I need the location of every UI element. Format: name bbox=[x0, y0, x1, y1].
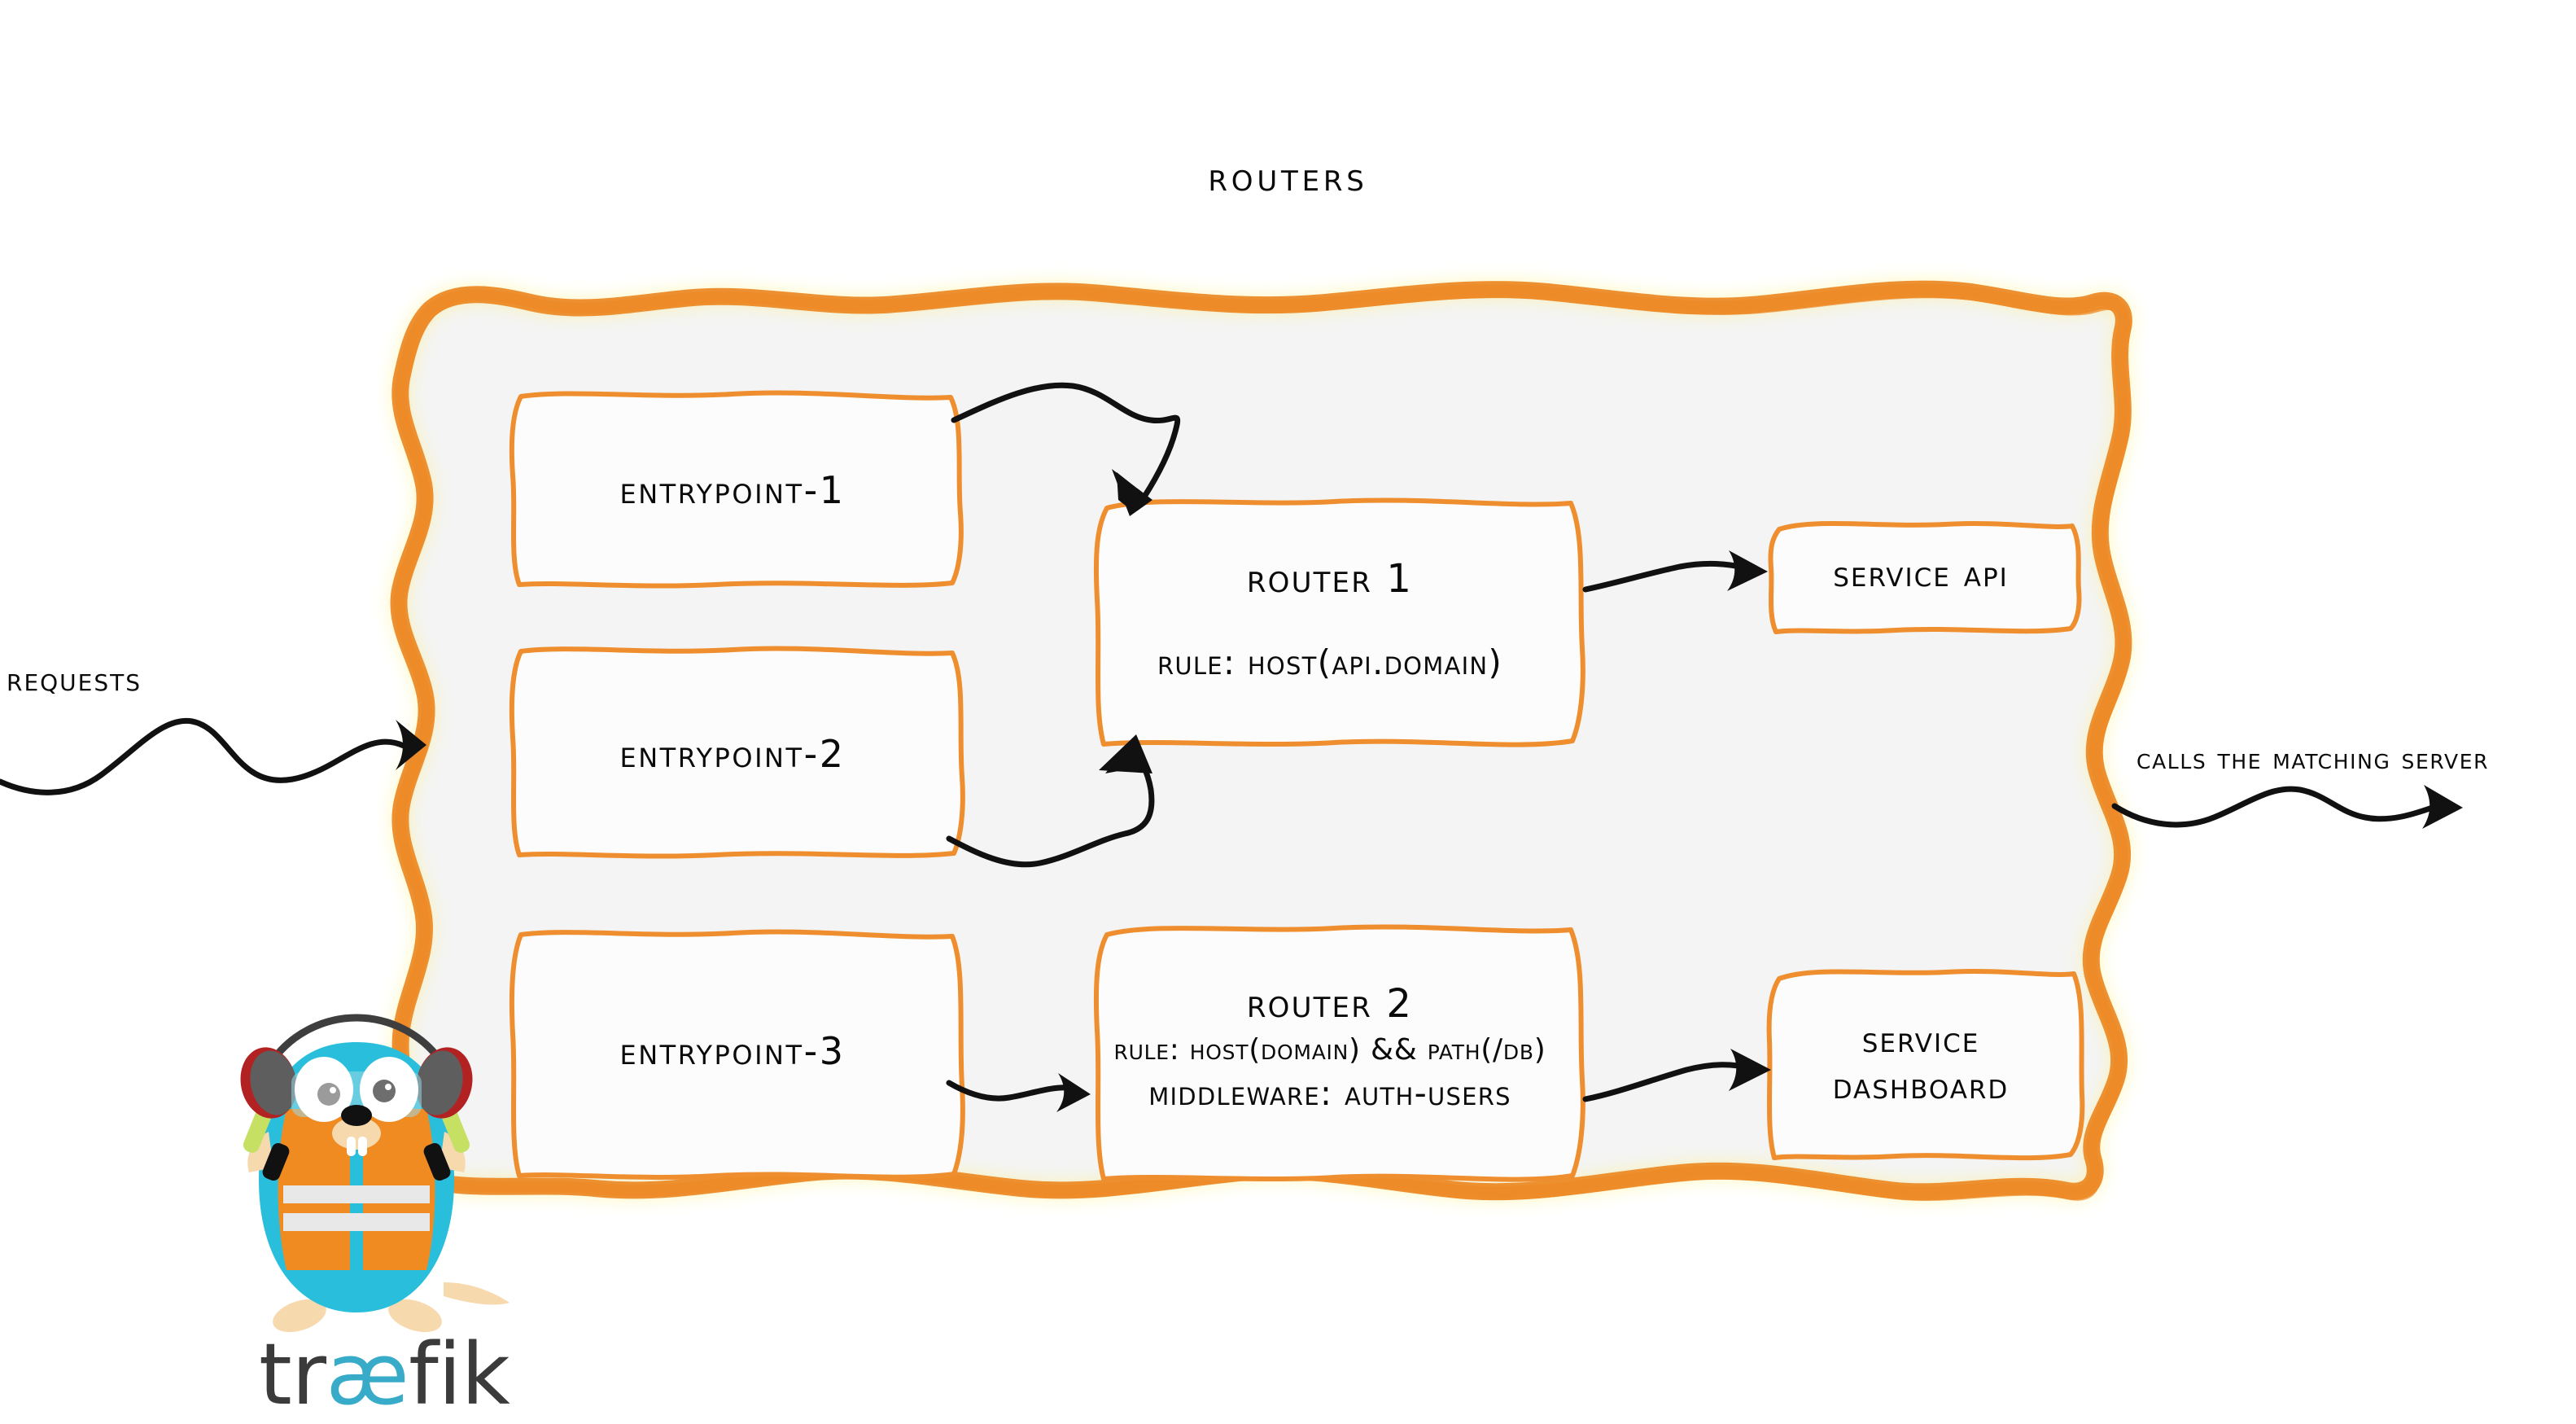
requests-label: Requests bbox=[7, 661, 142, 699]
entrypoint-1-label: entrypoint-1 bbox=[619, 468, 846, 512]
service-api-label: Service API bbox=[1833, 554, 2009, 596]
router-1-title: Router 1 bbox=[1246, 555, 1414, 602]
calls-server-label: Calls the matching server bbox=[2136, 743, 2490, 776]
requests-arrow bbox=[0, 717, 426, 795]
traefik-logo-ae-ligature: æ bbox=[326, 1325, 409, 1424]
entrypoint-2[interactable]: entrypoint-2 bbox=[513, 653, 952, 855]
marshalling-wand-right bbox=[423, 1084, 470, 1181]
page-title: Routers bbox=[1208, 155, 1368, 200]
calls-server-arrow bbox=[2111, 785, 2463, 829]
arrow-entrypoint2-router1 bbox=[946, 734, 1155, 868]
traefik-logo-part-3: fik bbox=[409, 1325, 510, 1424]
service-api[interactable]: Service API bbox=[1771, 521, 2071, 629]
router-1-rule: rule: Host(api.domain) bbox=[1157, 642, 1503, 682]
entrypoint-1[interactable]: entrypoint-1 bbox=[513, 396, 952, 585]
arrow-router1-serviceapi bbox=[1582, 550, 1768, 593]
entrypoint-2-label: entrypoint-2 bbox=[619, 732, 846, 776]
router-1[interactable]: Router 1 rule: Host(api.domain) bbox=[1100, 497, 1559, 741]
service-dashboard[interactable]: Service Dashboard bbox=[1771, 975, 2071, 1151]
router-2-rule: rule: Host(domain) && Path(/db) bbox=[1113, 1033, 1546, 1067]
router-2[interactable]: Router 2 rule: Host(domain) && Path(/db)… bbox=[1100, 925, 1559, 1169]
service-dashboard-label-line1: Service bbox=[1861, 1019, 1980, 1061]
traefik-gopher-mascot bbox=[240, 1014, 510, 1333]
entrypoint-3[interactable]: entrypoint-3 bbox=[513, 933, 952, 1169]
entrypoint-3-label: entrypoint-3 bbox=[619, 1029, 846, 1073]
router-2-middleware: Middleware: auth-users bbox=[1148, 1073, 1511, 1113]
traefik-logo-part-1: tr bbox=[259, 1325, 326, 1424]
arrow-router2-servicedashboard bbox=[1582, 1049, 1771, 1102]
router-2-title: Router 2 bbox=[1246, 981, 1414, 1027]
service-dashboard-label-line2: Dashboard bbox=[1832, 1066, 2010, 1107]
traefik-logo-wordmark: træfik bbox=[259, 1332, 510, 1417]
marshalling-wand-left bbox=[243, 1084, 290, 1181]
arrow-entrypoint3-router2 bbox=[946, 1073, 1091, 1112]
